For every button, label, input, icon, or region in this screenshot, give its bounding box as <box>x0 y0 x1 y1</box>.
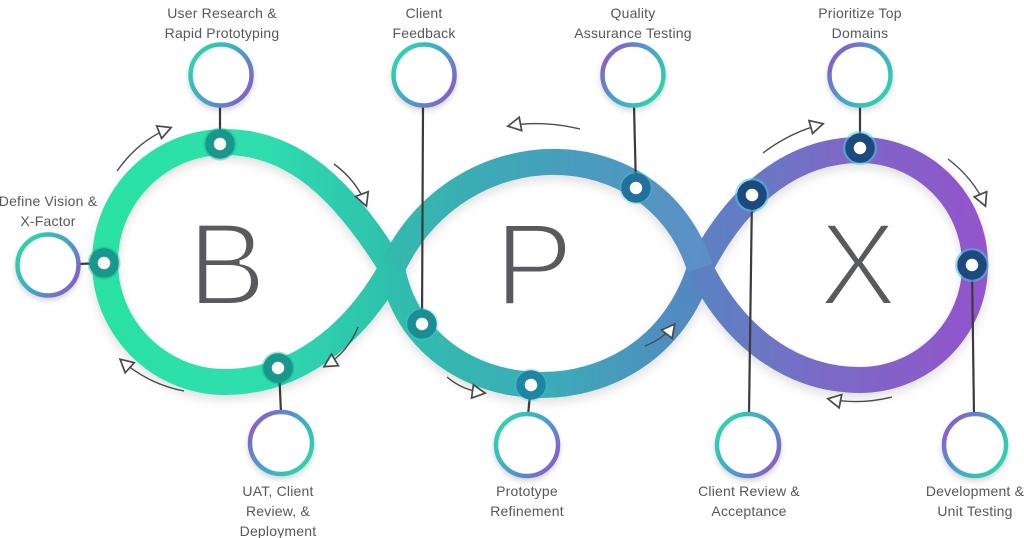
step-circle-icon <box>600 42 666 108</box>
step-label-development: Development & Unit Testing <box>925 483 1024 519</box>
flow-arrow-icon <box>118 357 185 392</box>
step-circle-icon <box>714 411 782 479</box>
flow-arrow-icon <box>322 326 359 368</box>
step-circles <box>15 42 1009 479</box>
step-circle-icon <box>941 411 1009 479</box>
loop-node-ring-icon <box>203 127 237 161</box>
connector-client-review <box>747 194 754 416</box>
loop-node-ring-icon <box>87 246 121 280</box>
step-label-uat-review-deploy: UAT, Client Review, & Deployment <box>239 483 317 538</box>
flow-arrow-icon <box>644 322 676 347</box>
loop-node-ring-icon <box>514 368 548 402</box>
flow-arrow-icon <box>333 163 370 208</box>
step-label-prototype-refinement: Prototype Refinement <box>490 483 564 519</box>
step-circle-icon <box>827 42 893 108</box>
flow-arrow-icon <box>505 115 581 132</box>
loop-letters: B P X <box>186 197 900 333</box>
flow-arrow-icon <box>762 119 825 154</box>
flow-arrows <box>116 115 988 410</box>
step-label-client-review: Client Review & Acceptance <box>698 483 800 519</box>
connector-development <box>970 264 976 416</box>
loop-node-ring-icon <box>955 248 989 282</box>
loop-node-ring-icon <box>735 178 769 212</box>
loop-letter-x: X <box>819 199 898 331</box>
loop-p-top-strand <box>380 149 713 274</box>
loop-node-ring-icon <box>619 171 653 205</box>
step-circle-icon <box>188 42 254 108</box>
step-label-define-vision: Define Vision & X-Factor <box>0 193 98 229</box>
flow-arrow-icon <box>947 158 988 208</box>
loop-node-ring-icon <box>261 351 295 385</box>
flow-arrow-icon <box>825 393 893 410</box>
flow-arrow-icon <box>446 376 488 400</box>
step-circle-icon <box>391 42 457 108</box>
step-label-client-feedback: Client Feedback <box>392 5 456 41</box>
step-label-prioritize-domains: Prioritize Top Domains <box>818 5 902 41</box>
loop-node-rings <box>87 127 989 402</box>
step-label-user-research: User Research & Rapid Prototyping <box>164 5 280 41</box>
flow-arrow-icon <box>116 124 173 172</box>
loop-letter-p: P <box>495 199 574 331</box>
step-circle-icon <box>247 409 315 477</box>
step-label-quality-assurance: Quality Assurance Testing <box>574 5 692 41</box>
step-circle-icon <box>493 411 561 479</box>
step-circle-icon <box>15 232 81 298</box>
loop-node-ring-icon <box>405 307 439 341</box>
loop-node-ring-icon <box>843 131 877 165</box>
connector-client-feedback <box>420 105 425 325</box>
loop-letter-b: B <box>188 199 267 331</box>
